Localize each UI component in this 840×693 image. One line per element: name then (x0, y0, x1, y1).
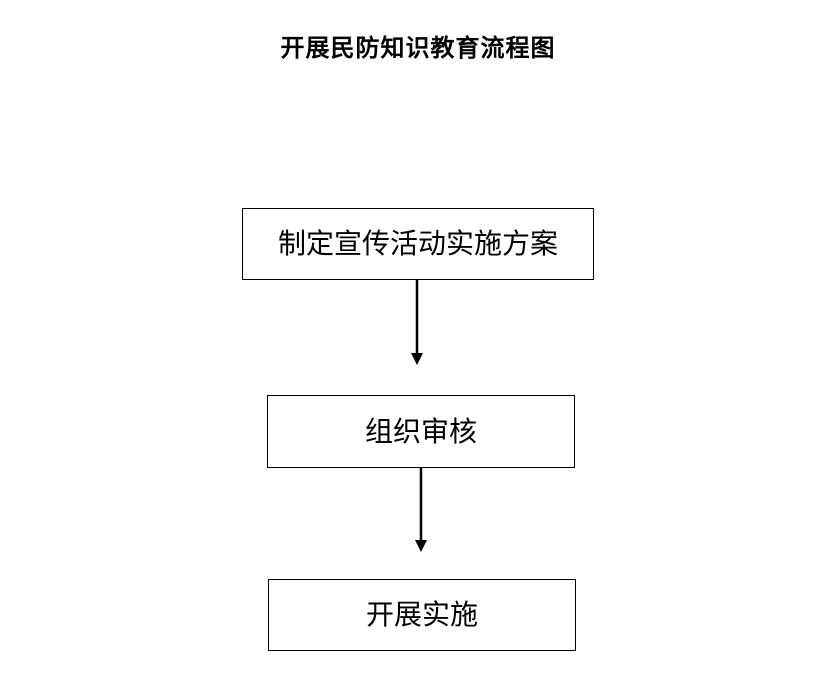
arrow-plan-to-review (411, 280, 423, 365)
flow-step-plan: 制定宣传活动实施方案 (242, 208, 594, 280)
diagram-title: 开展民防知识教育流程图 (280, 33, 556, 62)
flow-step-label: 组织审核 (364, 414, 477, 448)
flow-step-implement: 开展实施 (268, 579, 576, 651)
flow-step-label: 开展实施 (365, 598, 478, 631)
arrow-head (415, 540, 427, 552)
flow-step-label: 制定宣传活动实施方案 (277, 227, 558, 260)
arrow-review-to-implement (415, 468, 427, 552)
arrow-head (411, 353, 423, 365)
flow-step-review: 组织审核 (267, 395, 575, 468)
